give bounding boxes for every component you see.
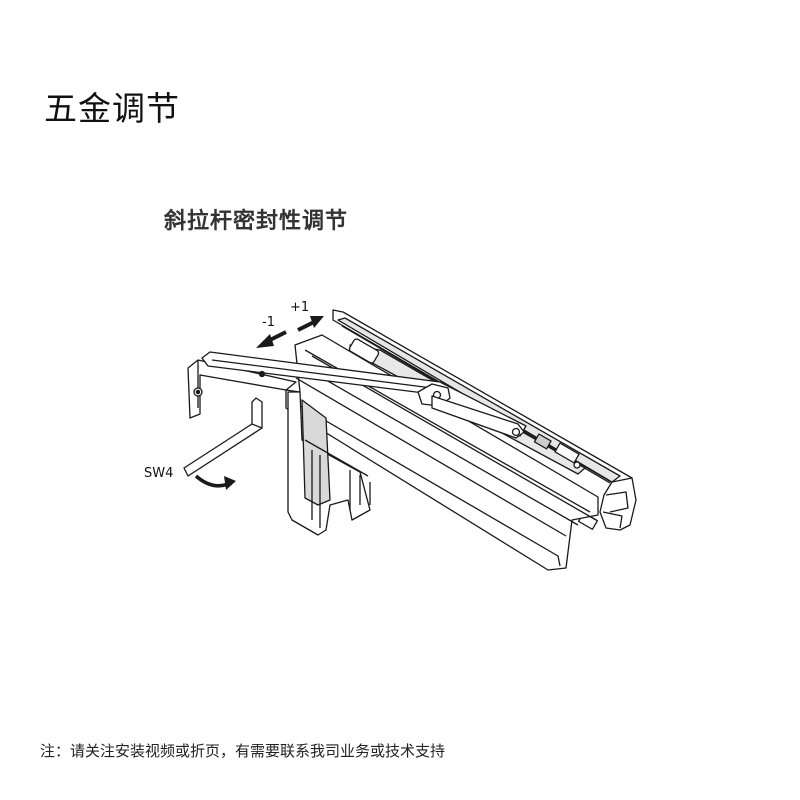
- hardware-diagram: -1 +1 SW4: [144, 300, 637, 571]
- label-minus-1: -1: [262, 315, 275, 330]
- stay-arm: [201, 351, 527, 439]
- profile-end-section: [599, 477, 637, 531]
- adjust-arrow-minus: [256, 330, 287, 348]
- page-title: 五金调节: [44, 89, 180, 128]
- footnote: 注：请关注安装视频或折页，有需要联系我司业务或技术支持: [40, 742, 446, 760]
- label-plus-1: +1: [290, 300, 309, 315]
- hex-key-tool: [183, 397, 263, 477]
- corner-profile: [287, 391, 371, 536]
- rotate-arrow: [194, 474, 236, 490]
- adjust-arrow-plus: [297, 316, 324, 332]
- section-title: 斜拉杆密封性调节: [164, 209, 349, 234]
- label-sw4: SW4: [144, 466, 173, 481]
